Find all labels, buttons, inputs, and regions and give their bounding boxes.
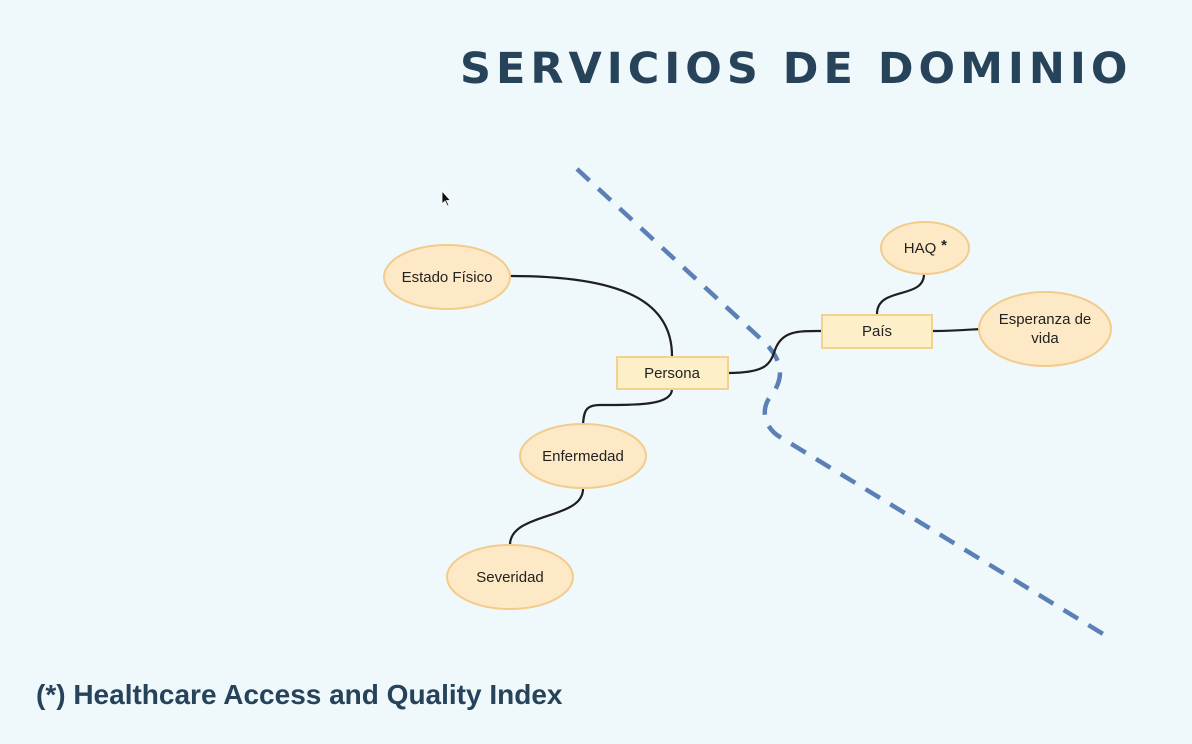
edge-enfermedad-severidad bbox=[508, 488, 585, 546]
node-estado-fisico: Estado Físico bbox=[383, 244, 511, 310]
node-persona: Persona bbox=[616, 356, 729, 390]
node-label: HAQ bbox=[904, 240, 937, 257]
node-label: Enfermedad bbox=[542, 448, 624, 465]
node-enfermedad: Enfermedad bbox=[519, 423, 647, 489]
footnote: (*) Healthcare Access and Quality Index bbox=[36, 679, 563, 710]
node-label: Estado Físico bbox=[402, 269, 493, 286]
edge-estado-fisico-persona bbox=[509, 274, 674, 357]
edge-pais-haq bbox=[875, 273, 926, 315]
mouse-cursor-icon bbox=[441, 189, 452, 207]
node-label: Severidad bbox=[476, 569, 544, 586]
footnote-asterisk: * bbox=[941, 237, 947, 254]
node-esperanza-de-vida: Esperanza de vida bbox=[978, 291, 1112, 367]
edge-persona-enfermedad bbox=[581, 388, 674, 425]
node-pais: País bbox=[821, 314, 933, 349]
edge-persona-pais bbox=[727, 329, 823, 375]
slide-title: SERVICIOS DE DOMINIO bbox=[460, 44, 1133, 94]
node-label-line-1: Esperanza de bbox=[999, 311, 1092, 328]
node-severidad: Severidad bbox=[446, 544, 574, 610]
node-label: País bbox=[862, 323, 892, 340]
node-label: Persona bbox=[644, 365, 701, 382]
context-boundary-line bbox=[575, 167, 1110, 639]
node-label-line-2: vida bbox=[1031, 330, 1059, 347]
edge-pais-esperanza bbox=[931, 327, 981, 333]
domain-diagram: Estado Físico Persona Enfermedad Severid… bbox=[383, 167, 1112, 639]
node-haq: HAQ * bbox=[880, 221, 970, 275]
